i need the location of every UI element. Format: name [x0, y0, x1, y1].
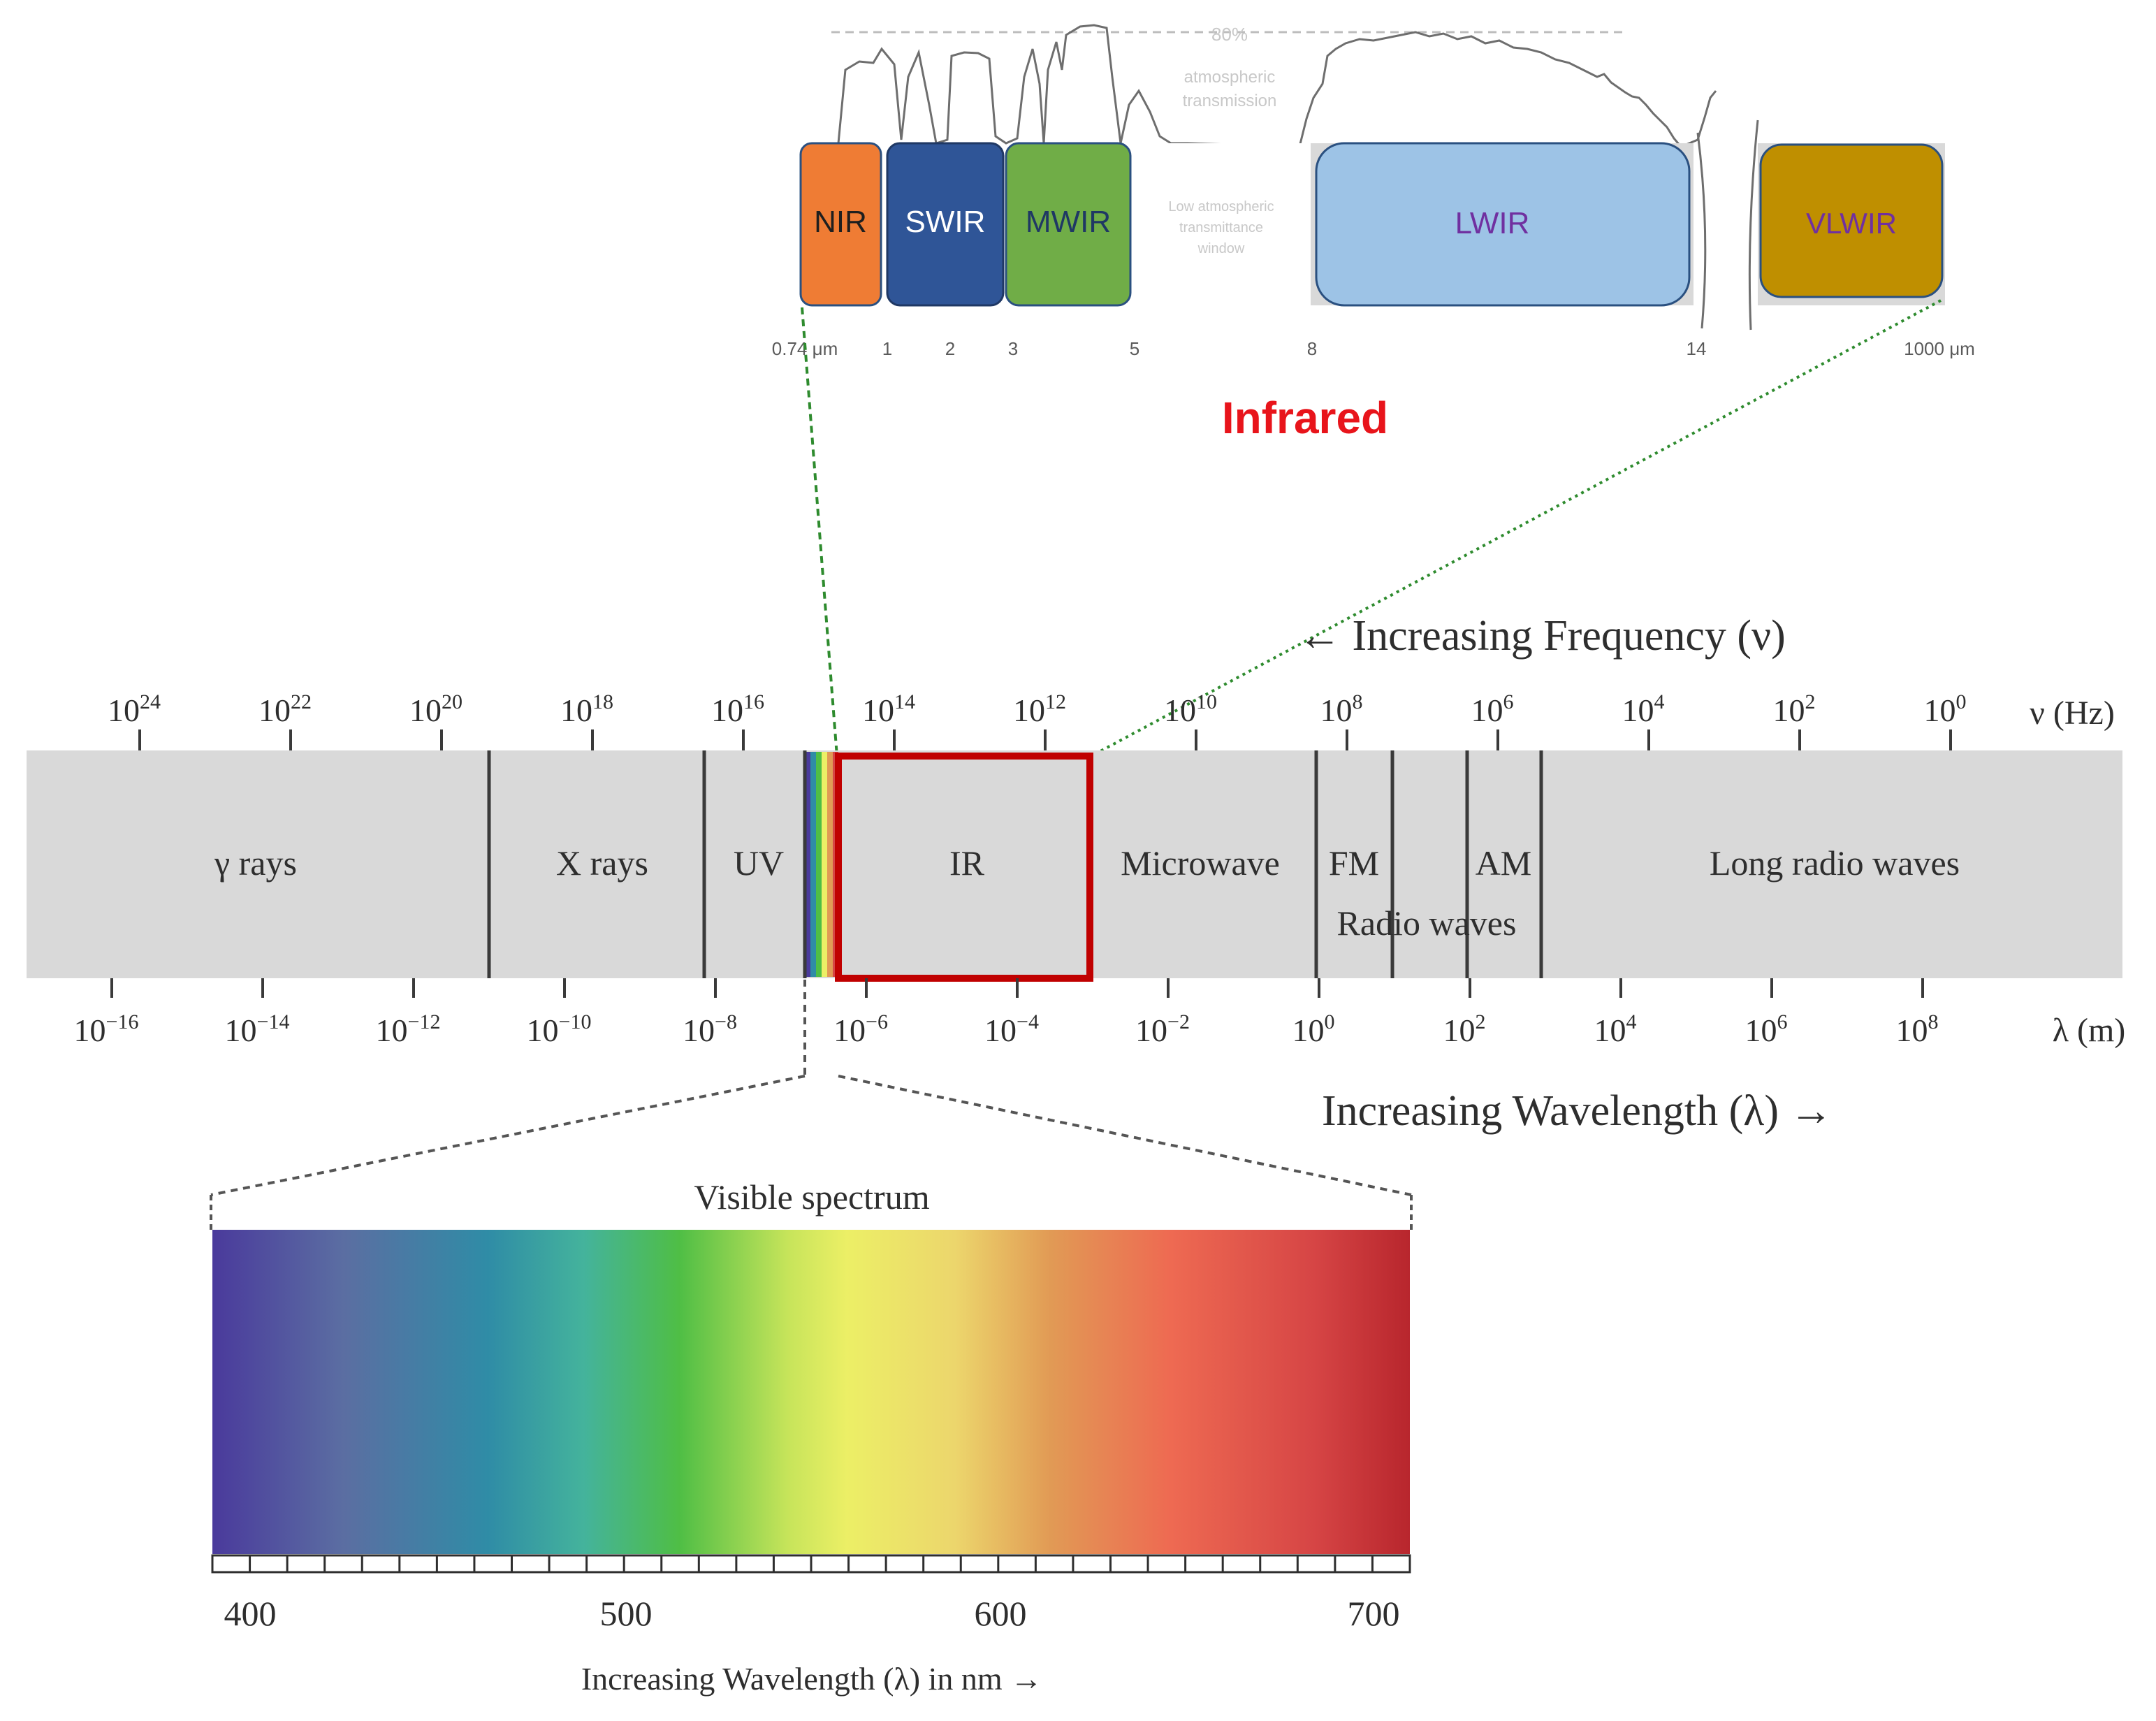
ir-connector-right [1091, 299, 1942, 757]
visible-connector-left [210, 1075, 806, 1196]
band-lwir-label: LWIR [1455, 206, 1530, 240]
frequency-tick-label: 1022 [258, 690, 312, 728]
visible-gradient-bar [212, 1230, 1410, 1554]
frequency-axis: 1024 1022 1020 1018 1016 1014 1012 1010 108 106 10… [108, 690, 1967, 750]
micron-tick-14: 14 [1687, 338, 1707, 359]
band-nir: NIR [799, 142, 882, 307]
wavelength-tick-label: 100 [1292, 1010, 1335, 1048]
micron-axis: 0.74 μm 1 2 3 5 8 14 1000 μm [772, 338, 1975, 359]
frequency-tick-label: 106 [1471, 690, 1514, 728]
region-fm: FM [1329, 843, 1379, 883]
micron-tick-1: 1 [882, 338, 892, 359]
region-radio-waves: Radio waves [1337, 903, 1517, 943]
wavelength-tick-label: 104 [1594, 1010, 1637, 1048]
wavelength-axis: 10−16 10−14 10−12 10−10 10−8 10−6 10−4 10−2 100 1… [74, 978, 1939, 1048]
frequency-tick-label: 102 [1773, 690, 1816, 728]
frequency-tick-label: 104 [1622, 690, 1665, 728]
region-dividers [487, 750, 1543, 978]
frequency-tick-label: 1024 [108, 690, 161, 728]
frequency-tick-label: 1018 [560, 690, 613, 728]
visible-spectrum-panel: Visible spectrum 400 500 600 700 Increas… [210, 980, 1413, 1697]
region-long-radio-waves: Long radio waves [1710, 843, 1960, 883]
frequency-tick-label: 100 [1924, 690, 1967, 728]
visible-tick-400: 400 [224, 1594, 277, 1633]
ir-connector-left [801, 307, 838, 757]
spectrum: ← Increasing Frequency (ν) γ rays X rays… [27, 612, 2125, 1135]
wavelength-tick-label: 10−6 [833, 1010, 888, 1048]
region-am: AM [1476, 843, 1532, 883]
frequency-tick-label: 1010 [1164, 690, 1217, 728]
band-nir-label: NIR [814, 205, 867, 239]
wavelength-tick-label: 108 [1896, 1010, 1939, 1048]
frequency-tick-label: 1020 [409, 690, 462, 728]
frequency-tick-label: 1012 [1013, 690, 1066, 728]
low-window-label-line3: window [1197, 241, 1245, 256]
visible-tick-700: 700 [1348, 1594, 1400, 1633]
micron-tick-8: 8 [1307, 338, 1317, 359]
low-window-label-line1: Low atmospheric [1168, 199, 1274, 215]
visible-tick-500: 500 [600, 1594, 653, 1633]
band-vlwir: VLWIR [1759, 143, 1944, 298]
infrared-title: Infrared [1222, 393, 1388, 443]
visible-connector-right [838, 1075, 1412, 1196]
visible-axis-label: Increasing Wavelength (λ) in nm → [581, 1661, 1042, 1697]
band-swir-label: SWIR [905, 205, 986, 239]
wavelength-tick-label: 10−8 [683, 1010, 737, 1048]
visible-strip [805, 752, 838, 977]
wavelength-heading: Increasing Wavelength (λ) → [1322, 1087, 1833, 1135]
wavelength-unit: λ (m) [2053, 1012, 2126, 1049]
frequency-tick-label: 1014 [862, 690, 915, 728]
visible-tick-600: 600 [975, 1594, 1027, 1633]
region-uv: UV [734, 843, 784, 883]
micron-tick-3: 3 [1008, 338, 1018, 359]
region-gamma-rays: γ rays [214, 843, 297, 883]
wavelength-tick-label: 10−16 [74, 1010, 139, 1048]
frequency-heading: ← Increasing Frequency (ν) [1298, 612, 1786, 660]
region-ir: IR [949, 843, 985, 883]
low-window-label-line2: transmittance [1179, 220, 1263, 235]
wavelength-tick-label: 10−4 [984, 1010, 1039, 1048]
wavelength-tick-label: 10−14 [225, 1010, 290, 1048]
ir-highlight-box [835, 753, 1093, 982]
band-vlwir-label: VLWIR [1806, 207, 1897, 240]
band-lwir: LWIR [1315, 142, 1691, 307]
axis-break-right [1748, 119, 1759, 331]
frequency-unit: ν (Hz) [2030, 695, 2115, 732]
micron-tick-2: 2 [945, 338, 955, 359]
transmittance-label-line1: atmospheric [1184, 68, 1276, 87]
region-x-rays: X rays [556, 843, 648, 883]
frequency-tick-label: 1016 [711, 690, 764, 728]
region-microwave: Microwave [1121, 843, 1280, 883]
band-swir: SWIR [886, 142, 1005, 307]
atmospheric-transmittance-curve [837, 24, 1717, 148]
axis-break-left [1696, 132, 1707, 329]
wavelength-tick-label: 10−2 [1135, 1010, 1190, 1048]
visible-scale [211, 1554, 1411, 1574]
band-mwir: MWIR [1005, 142, 1132, 307]
low-transmittance-window: Low atmospheric transmittance window [1133, 143, 1309, 305]
frequency-tick-label: 108 [1320, 690, 1363, 728]
visible-spectrum-title: Visible spectrum [694, 1177, 929, 1217]
spectrum-bar [27, 750, 2122, 978]
infrared-panel: 80% atmospheric transmission NIR SWIR MW… [772, 24, 1975, 443]
transmittance-label-line2: transmission [1183, 92, 1277, 110]
wavelength-tick-label: 10−10 [527, 1010, 592, 1048]
micron-tick-5: 5 [1130, 338, 1139, 359]
micron-tick-1000: 1000 μm [1904, 338, 1975, 359]
band-mwir-label: MWIR [1026, 205, 1111, 239]
transmittance-80-label: 80% [1211, 24, 1248, 45]
wavelength-tick-label: 102 [1443, 1010, 1486, 1048]
wavelength-tick-label: 106 [1745, 1010, 1788, 1048]
wavelength-tick-label: 10−12 [376, 1010, 441, 1048]
